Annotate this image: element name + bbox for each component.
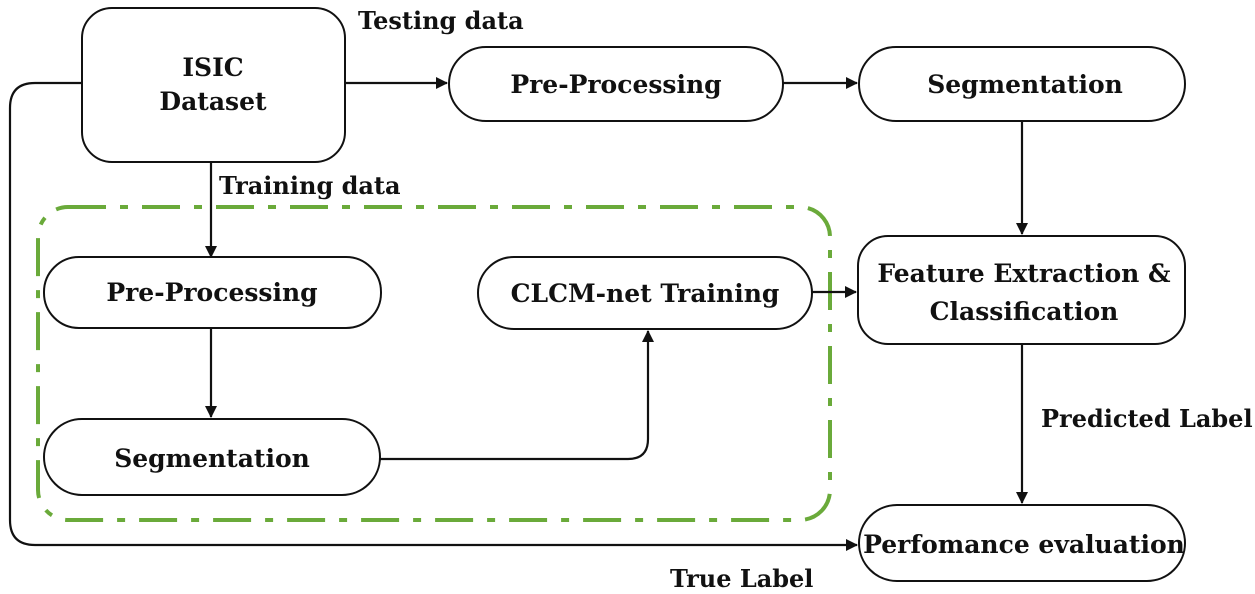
node-isic-dataset-label-1: ISIC: [182, 53, 243, 82]
node-test-preprocessing-label: Pre-Processing: [510, 70, 721, 99]
node-performance-evaluation-label: Perfomance evaluation: [863, 530, 1185, 559]
edge-label-testing-data: Testing data: [358, 6, 524, 35]
node-test-segmentation: [858, 46, 1186, 122]
edge-label-training-data: Training data: [219, 171, 401, 200]
node-train-segmentation: [43, 418, 381, 496]
node-feature-extraction: [857, 235, 1186, 345]
edge-true-label-to-performance: [8, 81, 858, 551]
node-performance-evaluation: [858, 504, 1186, 582]
node-train-segmentation-label: Segmentation: [114, 444, 310, 473]
node-clcm-net-training-label: CLCM-net Training: [511, 279, 780, 308]
training-group-border: [36, 205, 832, 522]
edge-segmentation-to-clcm: [380, 330, 654, 461]
edge-label-predicted-label: Predicted Label: [1041, 404, 1253, 433]
node-train-preprocessing-label: Pre-Processing: [106, 278, 317, 307]
edge-label-true-label: True Label: [670, 564, 813, 593]
node-feature-extraction-label-2: Classification: [930, 297, 1119, 326]
node-clcm-net-training: [477, 256, 813, 330]
node-feature-extraction-label-1: Feature Extraction &: [877, 259, 1171, 288]
node-isic-dataset: [81, 7, 346, 163]
node-train-preprocessing: [43, 256, 382, 329]
node-test-segmentation-label: Segmentation: [927, 70, 1123, 99]
node-test-preprocessing: [448, 46, 784, 122]
node-isic-dataset-label-2: Dataset: [159, 87, 267, 116]
